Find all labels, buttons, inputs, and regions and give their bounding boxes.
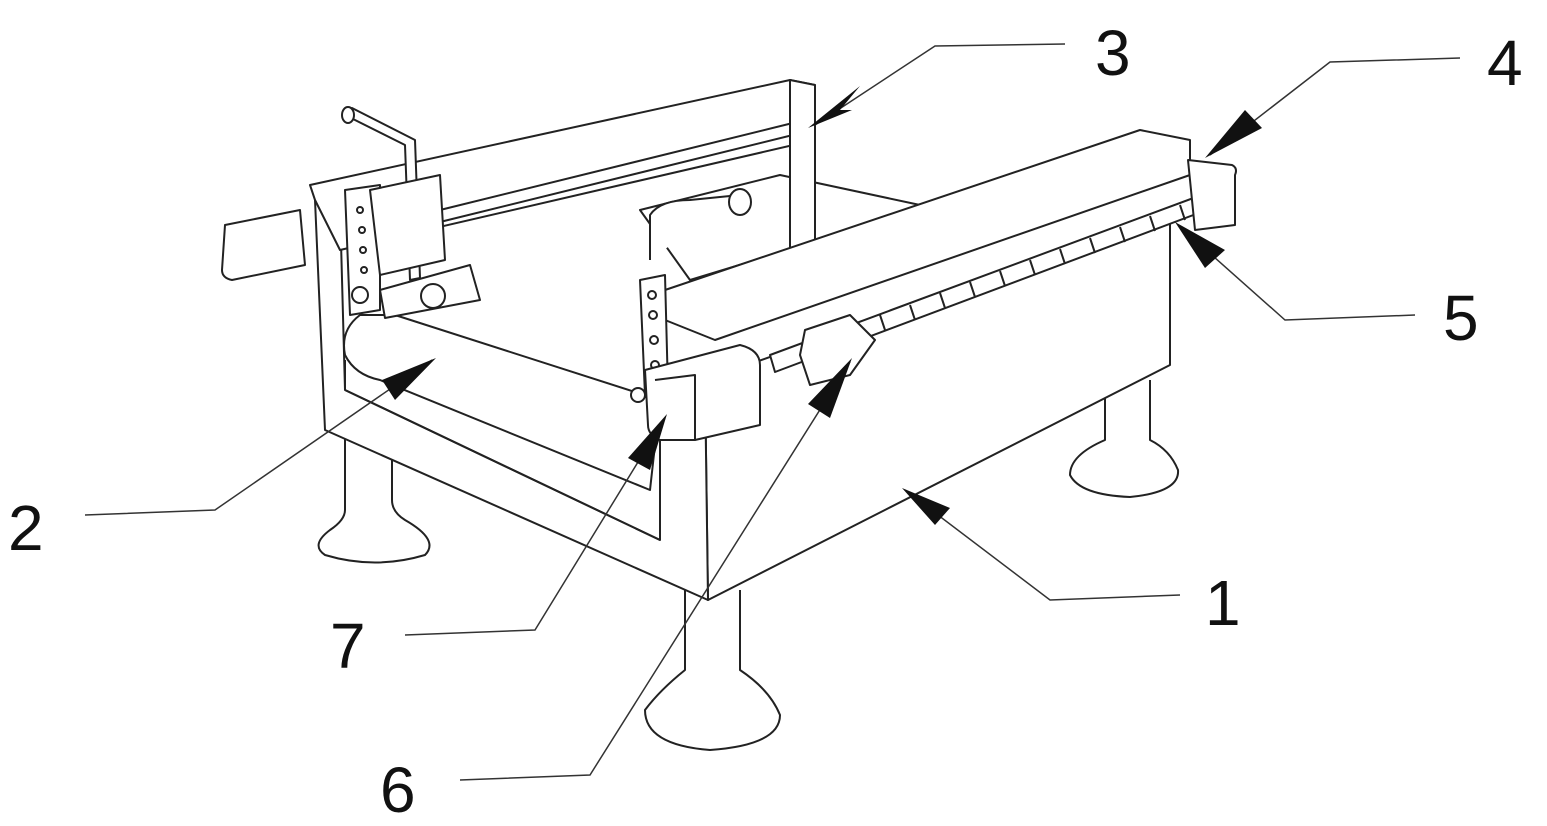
arrowhead-4 [1205, 110, 1262, 158]
hole [357, 207, 363, 213]
hole [360, 247, 366, 253]
knob [421, 284, 445, 308]
handle-end [342, 107, 354, 123]
leader-5 [1178, 225, 1415, 320]
hole [361, 267, 367, 273]
leader-3 [815, 44, 1065, 125]
hole [650, 336, 658, 344]
label-1: 1 [1205, 567, 1241, 639]
label-5: 5 [1443, 282, 1479, 354]
handle-end [729, 189, 751, 215]
end-plate-4 [1188, 160, 1236, 230]
leg-front-center [645, 590, 780, 750]
hole [649, 311, 657, 319]
label-3: 3 [1095, 17, 1131, 89]
knob [631, 388, 645, 402]
label-6: 6 [380, 754, 416, 826]
hole [359, 227, 365, 233]
hole [648, 291, 656, 299]
left-guide [370, 175, 445, 275]
left-tube [222, 210, 305, 280]
knob [352, 287, 368, 303]
label-2: 2 [8, 492, 44, 564]
leader-4 [1210, 58, 1460, 155]
label-7: 7 [330, 610, 366, 682]
left-clamp [222, 107, 480, 318]
label-4: 4 [1487, 27, 1523, 99]
